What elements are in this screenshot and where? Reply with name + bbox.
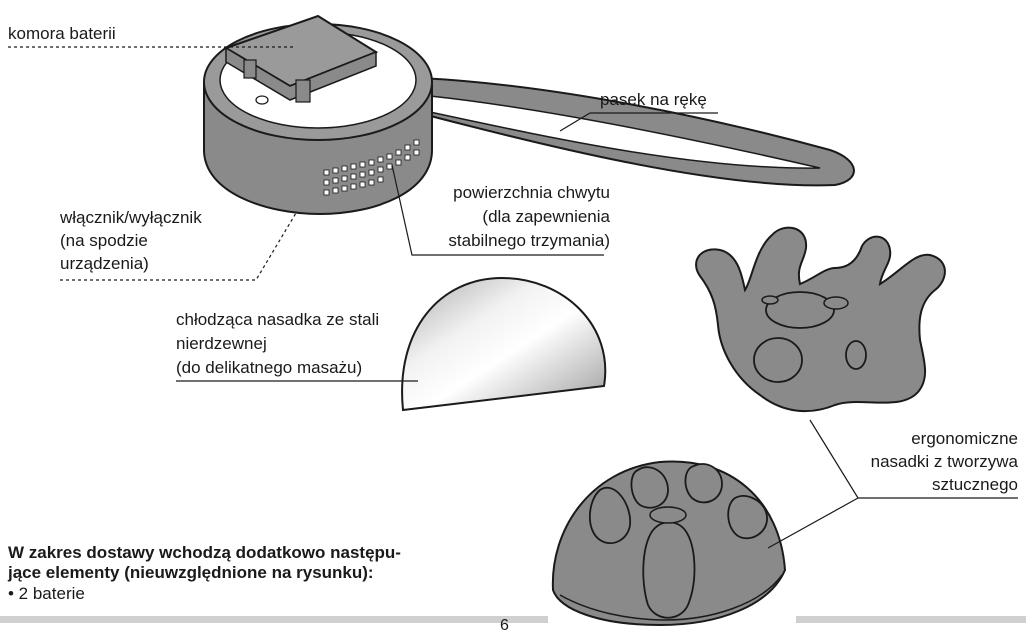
plastic-attachment-dome	[553, 461, 785, 625]
footer-bar-right	[796, 616, 1026, 623]
steel-attachment-label-line: nierdzewnej	[176, 333, 267, 354]
switch-label-line: (na spodzie	[60, 230, 148, 251]
plastic-attachments-label-line: ergonomiczne	[911, 428, 1018, 449]
steel-attachment-label-line: chłodząca nasadka ze stali	[176, 309, 379, 330]
plastic-attachments-label-line: nasadki z tworzywa	[871, 451, 1018, 472]
plastic-attachment-flat	[696, 228, 945, 412]
grip-surface-label-line: powierzchnia chwytu	[453, 182, 610, 203]
battery-compartment-label: komora baterii	[8, 23, 116, 44]
steel-attachment-label-line: (do delikatnego masażu)	[176, 357, 362, 378]
grip-surface-label-line: stabilnego trzymania)	[448, 230, 610, 251]
massager-device	[204, 16, 432, 214]
switch-label-line: urządzenia)	[60, 253, 149, 274]
grip-surface-label-line: (dla zapewnienia	[482, 206, 610, 227]
steel-attachment	[402, 278, 605, 410]
delivery-note-item: • 2 baterie	[8, 584, 85, 604]
wrist-strap-label: pasek na rękę	[600, 89, 707, 110]
delivery-note-heading: W zakres dostawy wchodzą dodatkowo nastę…	[8, 543, 401, 583]
page-number: 6	[500, 618, 509, 634]
switch-label-line: włącznik/wyłącznik	[60, 207, 202, 228]
plastic-attachments-label-line: sztucznego	[932, 474, 1018, 495]
delivery-note-heading-line: jące elementy (nieuwzględnione na rysunk…	[8, 563, 401, 583]
footer-bar-left	[0, 616, 548, 623]
delivery-note-heading-line: W zakres dostawy wchodzą dodatkowo nastę…	[8, 543, 401, 563]
